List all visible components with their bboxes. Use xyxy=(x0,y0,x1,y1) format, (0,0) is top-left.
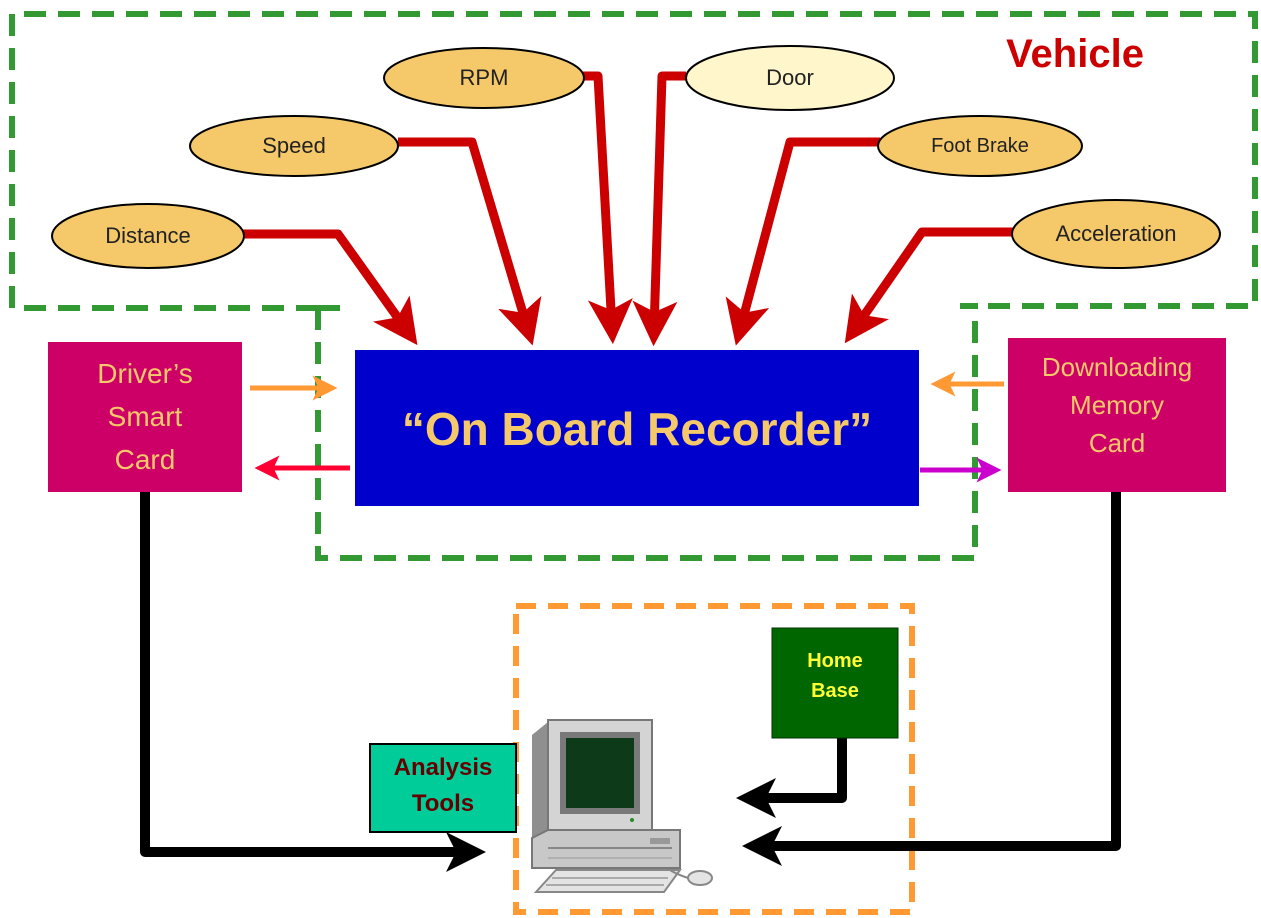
acceleration-sensor xyxy=(1011,199,1221,269)
door-sensor xyxy=(685,45,895,111)
door-arrow xyxy=(632,71,686,347)
distance-arrow xyxy=(240,229,418,346)
rpm-arrow xyxy=(582,71,633,345)
analysis-tools-box xyxy=(369,743,517,833)
recorder-boundary xyxy=(315,303,978,561)
home-base-box xyxy=(771,627,899,739)
foot-brake-sensor xyxy=(877,115,1083,177)
drivers-smart-card-box xyxy=(48,342,242,492)
distance-sensor xyxy=(51,203,245,269)
downloading-memory-card-box xyxy=(1008,338,1226,492)
memorycard-to-computer-link xyxy=(742,492,1121,866)
desktop-computer-icon xyxy=(531,719,713,893)
acceleration-arrow xyxy=(844,227,1016,344)
homebase-to-computer-link xyxy=(736,738,847,818)
vehicle-boundary xyxy=(9,11,1258,311)
rpm-sensor xyxy=(383,47,585,109)
smartcard-to-computer-link xyxy=(140,492,486,872)
speed-sensor xyxy=(189,115,399,177)
on-board-recorder-box xyxy=(355,350,919,506)
foot-brake-arrow xyxy=(725,137,880,346)
speed-arrow xyxy=(398,137,542,346)
